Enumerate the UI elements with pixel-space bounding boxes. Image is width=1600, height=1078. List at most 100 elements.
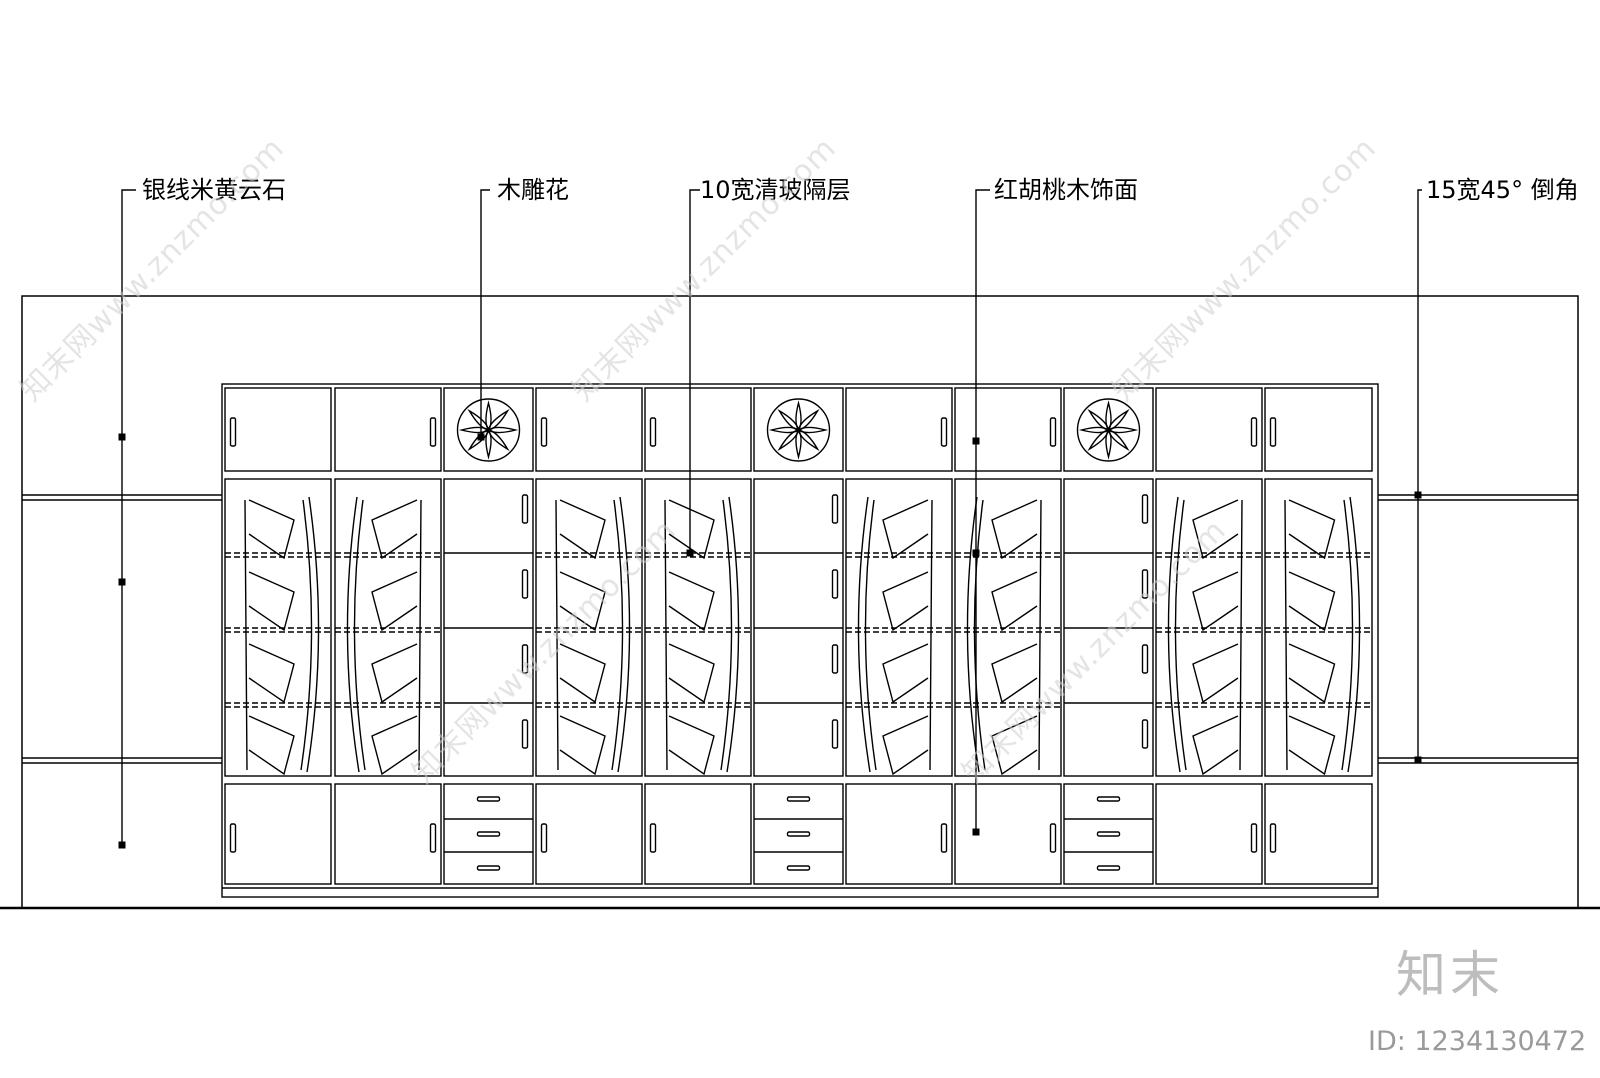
lower-door-handle: [940, 823, 948, 853]
lower-panel: [1264, 783, 1373, 885]
decorative-fin: [1288, 715, 1336, 776]
small-door-handle: [831, 719, 839, 749]
decorative-fin: [1288, 499, 1336, 560]
upper-door-handle: [1269, 417, 1277, 447]
lower-door-handle: [1250, 823, 1258, 853]
upper-door-handle: [940, 417, 948, 447]
upper-door-handle: [1250, 417, 1258, 447]
decorative-fin: [668, 571, 715, 632]
decorative-fin: [668, 643, 715, 704]
upper-door-handle: [429, 417, 437, 447]
leader-marker: [972, 437, 980, 445]
drawer-pull: [476, 796, 501, 802]
upper-panel: [224, 387, 332, 472]
lower-panel: [845, 783, 953, 885]
lower-panel: [443, 783, 534, 885]
leader-marker: [1414, 491, 1422, 499]
decorative-fin: [248, 643, 295, 704]
small-door-handle: [521, 644, 529, 674]
decorative-fin: [882, 643, 929, 704]
decorative-fin: [882, 715, 929, 776]
lower-panel: [1155, 783, 1263, 885]
lower-panel: [954, 783, 1062, 885]
decorative-fin: [559, 499, 606, 560]
small-door-handle: [521, 494, 529, 524]
lower-door-handle: [1049, 823, 1057, 853]
drawer-pull: [1096, 831, 1121, 837]
leader-marker: [1414, 756, 1422, 764]
decorative-fin: [1192, 715, 1239, 776]
decorative-fin: [559, 571, 606, 632]
decorative-fin: [248, 715, 295, 776]
small-door-handle: [831, 569, 839, 599]
brand-watermark: 知末: [1396, 946, 1504, 1004]
rosette-petal: [1107, 408, 1130, 431]
leader-marker: [118, 841, 126, 849]
decorative-fin: [559, 643, 606, 704]
upper-door-handle: [540, 417, 548, 447]
decorative-fin: [882, 571, 929, 632]
leader-lines: [118, 189, 1422, 849]
small-door-handle: [831, 644, 839, 674]
curved-glass-door: [1167, 496, 1243, 773]
decorative-fin: [668, 715, 715, 776]
curved-glass-door-inner: [864, 499, 877, 771]
decorative-fin: [991, 715, 1038, 776]
label-wood-carving: 木雕花: [497, 176, 569, 204]
leader-marker: [118, 578, 126, 586]
small-door-handle: [521, 569, 529, 599]
decorative-fin: [371, 499, 418, 560]
carved-rosette: [1076, 398, 1141, 462]
upper-door-handle: [649, 417, 657, 447]
cabinet-outline: [221, 383, 1379, 898]
curved-glass-door-inner: [720, 499, 733, 771]
lower-door-handle: [540, 823, 548, 853]
leader-wood-carving: [480, 189, 490, 437]
upper-panel: [535, 387, 643, 472]
decorative-fin: [371, 715, 418, 776]
drawer-pull: [786, 865, 811, 871]
small-door-handle: [1141, 644, 1149, 674]
curved-glass-door: [966, 496, 1042, 773]
upper-panel: [644, 387, 752, 472]
decorative-fin: [1192, 571, 1239, 632]
curved-glass-door-inner: [973, 499, 986, 771]
leader-silver-line-beige-marble: [121, 189, 136, 845]
cabinet: [221, 383, 1379, 898]
upper-panel: [753, 387, 844, 472]
small-door-handle: [1141, 494, 1149, 524]
decorative-fin: [371, 643, 418, 704]
lower-door-handle: [649, 823, 657, 853]
leader-red-walnut-veneer: [975, 189, 990, 832]
curved-glass-door-inner: [353, 499, 366, 771]
lower-panel: [535, 783, 643, 885]
decorative-fin: [1288, 571, 1336, 632]
curved-glass-door: [1284, 496, 1361, 773]
decorative-fin: [1288, 643, 1336, 704]
drawer-pull: [786, 831, 811, 837]
upper-panel: [443, 387, 534, 472]
lower-door-handle: [429, 823, 437, 853]
decorative-fin: [248, 571, 295, 632]
drawer-pull: [1096, 796, 1121, 802]
carved-rosette: [456, 398, 521, 462]
small-door-handle: [831, 494, 839, 524]
leader-marker: [477, 433, 485, 441]
lower-panel: [1063, 783, 1154, 885]
curved-glass-door-inner: [300, 499, 313, 771]
drawer-pull: [786, 796, 811, 802]
upper-panel: [1155, 387, 1263, 472]
curved-glass-door-inner: [611, 499, 624, 771]
curved-glass-door: [346, 496, 422, 773]
curved-glass-door: [664, 496, 740, 773]
curved-glass-door: [244, 496, 320, 773]
decorative-fin: [1192, 499, 1239, 560]
lower-panel: [753, 783, 844, 885]
decorative-fin: [991, 643, 1038, 704]
leader-marker: [686, 549, 694, 557]
small-door-handle: [1141, 569, 1149, 599]
drawer-pull: [476, 865, 501, 871]
leader-marker: [972, 828, 980, 836]
decorative-fin: [668, 499, 715, 560]
